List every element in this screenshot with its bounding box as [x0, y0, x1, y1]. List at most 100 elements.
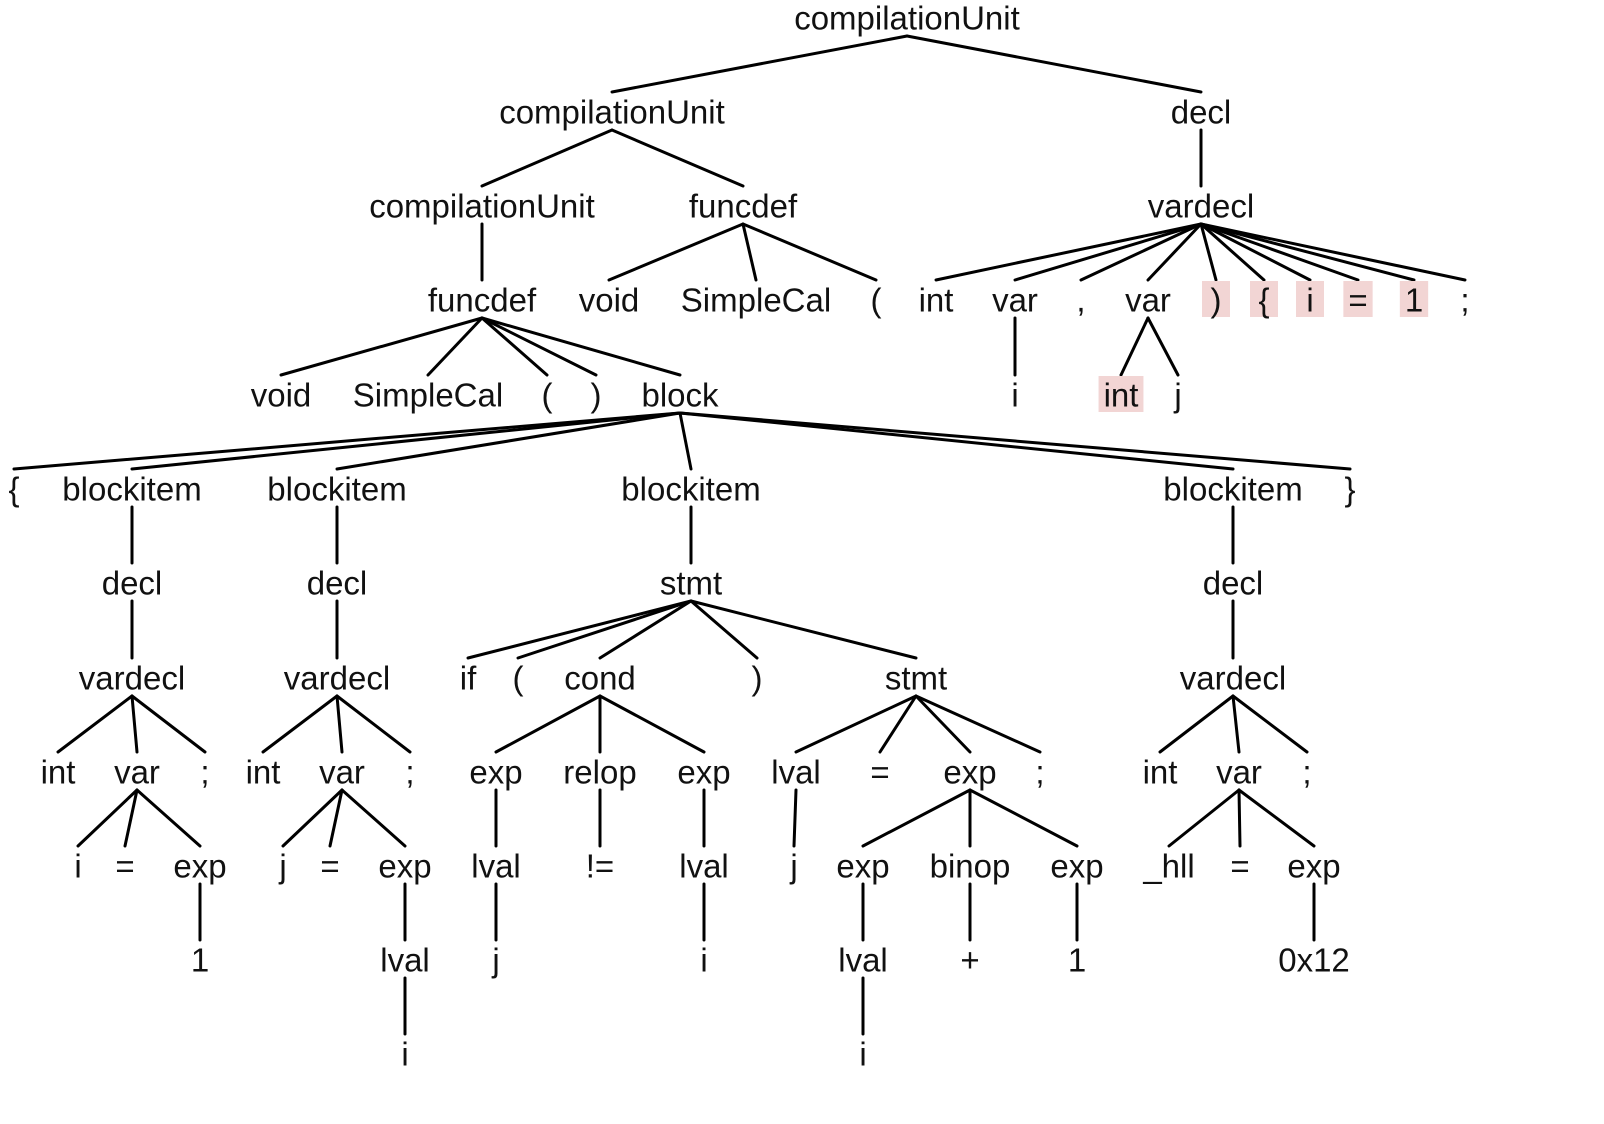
tree-node-eq2: = [320, 848, 339, 885]
tree-node-intR: int [919, 282, 954, 319]
tree-node-intR2: int [1098, 376, 1144, 414]
tree-node-iR2: i [1011, 377, 1018, 414]
tree-node-decl1: decl [102, 565, 163, 602]
tree-node-lval2: lval [380, 942, 430, 979]
edge-var2-j2 [281, 788, 344, 848]
edge-block-bi2 [335, 411, 682, 471]
tree-node-sc1: SimpleCal [353, 377, 503, 414]
node-label: int [41, 754, 76, 791]
edge-var4-exp4 [1237, 788, 1316, 848]
tree-node-exp1: exp [173, 848, 226, 885]
node-label: exp [469, 754, 522, 791]
tree-node-ne: != [586, 848, 614, 885]
tree-node-sc2: SimpleCal [681, 282, 831, 319]
node-label: = [1230, 848, 1249, 885]
node-label: exp [943, 754, 996, 791]
node-label: var [114, 754, 160, 791]
edge-fd1-sc1 [426, 316, 484, 377]
edge-var1-i1 [76, 788, 139, 848]
edge-vd4-semi4 [1231, 694, 1309, 754]
tree-node-oneR: 1 [1399, 281, 1429, 319]
edge-block-lbrace [12, 411, 682, 471]
tree-node-void1: void [251, 377, 312, 414]
tree-node-eq1: = [115, 848, 134, 885]
tree-node-rp1: ) [591, 377, 602, 414]
tree-node-stmt1: stmt [660, 565, 722, 602]
tree-node-commaR: , [1076, 282, 1085, 319]
tree-node-eqS: = [870, 754, 889, 791]
tree-node-if: if [460, 660, 477, 697]
node-label: ( [871, 282, 882, 319]
node-label: ( [513, 660, 524, 697]
node-label: 1 [1068, 942, 1086, 979]
tree-node-exp4: exp [1287, 848, 1340, 885]
edge-var1-exp1 [135, 788, 202, 848]
highlight-box [1399, 281, 1429, 317]
node-label: decl [1171, 94, 1232, 131]
node-label: i [401, 1036, 408, 1073]
tree-node-int4: int [1143, 754, 1178, 791]
tree-node-exp2: exp [378, 848, 431, 885]
tree-node-var1: var [114, 754, 160, 791]
node-label: } [1344, 471, 1355, 508]
edge-var4-hll [1167, 788, 1241, 848]
tree-node-stmt2: stmt [885, 660, 947, 697]
node-label: i [1011, 377, 1018, 414]
edge-root-cu2 [610, 34, 909, 94]
tree-node-lvalS: lval [771, 754, 821, 791]
tree-node-plus: + [960, 942, 979, 979]
node-label: _hll [1142, 848, 1194, 885]
edge-vd4-var4 [1231, 694, 1241, 754]
node-label: blockitem [267, 471, 406, 508]
edge-fd1-void1 [279, 316, 484, 377]
node-label: exp [173, 848, 226, 885]
highlight-box [1343, 281, 1373, 317]
edge-vd2-int2 [261, 694, 339, 754]
highlight-box [1202, 281, 1230, 317]
tree-node-void2: void [579, 282, 640, 319]
node-label: compilationUnit [369, 188, 595, 225]
tree-node-int2: int [246, 754, 281, 791]
edge-vdR-lbR [1199, 222, 1266, 282]
node-label: 1 [191, 942, 209, 979]
node-label: { [1258, 282, 1269, 319]
node-label: = [870, 754, 889, 791]
tree-node-vdR: vardecl [1148, 188, 1254, 225]
tree-node-lvalC2: lval [679, 848, 729, 885]
node-label: compilationUnit [794, 0, 1020, 37]
edge-fd2-lp2 [741, 222, 878, 282]
tree-node-fd1: funcdef [428, 282, 537, 319]
tree-node-jR2: j [1173, 377, 1181, 414]
edge-fd1-rp1 [480, 316, 598, 377]
edge-stmt1-if [466, 599, 693, 660]
edge-lvalS-jS [792, 788, 798, 848]
node-label: ) [591, 377, 602, 414]
tree-node-jC: j [491, 942, 499, 979]
node-label: int [1143, 754, 1178, 791]
edge-root-declR [905, 34, 1203, 94]
tree-node-root: compilationUnit [794, 0, 1020, 37]
edge-stmt2-semiS [914, 694, 1042, 754]
tree-node-iC: i [700, 942, 707, 979]
node-label: lval [471, 848, 521, 885]
tree-node-semi2: ; [405, 754, 414, 791]
tree-node-varR1: var [992, 282, 1038, 319]
node-label: blockitem [62, 471, 201, 508]
node-label: stmt [660, 565, 722, 602]
node-label: blockitem [1163, 471, 1302, 508]
node-label: SimpleCal [353, 377, 503, 414]
node-label: ; [1460, 282, 1469, 319]
edge-stmt2-lvalS [794, 694, 918, 754]
node-label: lval [838, 942, 888, 979]
node-label: exp [1050, 848, 1103, 885]
node-label: lval [771, 754, 821, 791]
tree-node-rpS: ) [752, 660, 763, 697]
node-label: void [579, 282, 640, 319]
node-label: compilationUnit [499, 94, 725, 131]
tree-node-iR: i [1296, 281, 1324, 319]
tree-node-cond: cond [564, 660, 636, 697]
node-label: ) [1211, 282, 1222, 319]
tree-node-vd4: vardecl [1180, 660, 1286, 697]
node-label: lval [380, 942, 430, 979]
